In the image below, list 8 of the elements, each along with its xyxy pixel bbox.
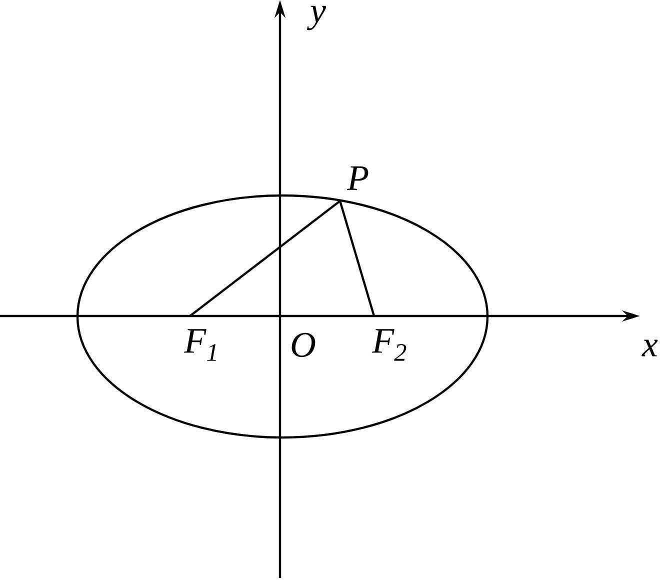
point-label: P: [346, 166, 368, 190]
point-label: F$_{1}$: [184, 329, 216, 361]
line-segment: [189, 200, 341, 317]
axis-label: O: [292, 332, 316, 358]
line-segment: [338, 200, 376, 316]
axis-label: y: [307, 6, 326, 30]
point-label: F$_{2}$: [372, 329, 406, 361]
axis-label: x: [642, 340, 658, 356]
